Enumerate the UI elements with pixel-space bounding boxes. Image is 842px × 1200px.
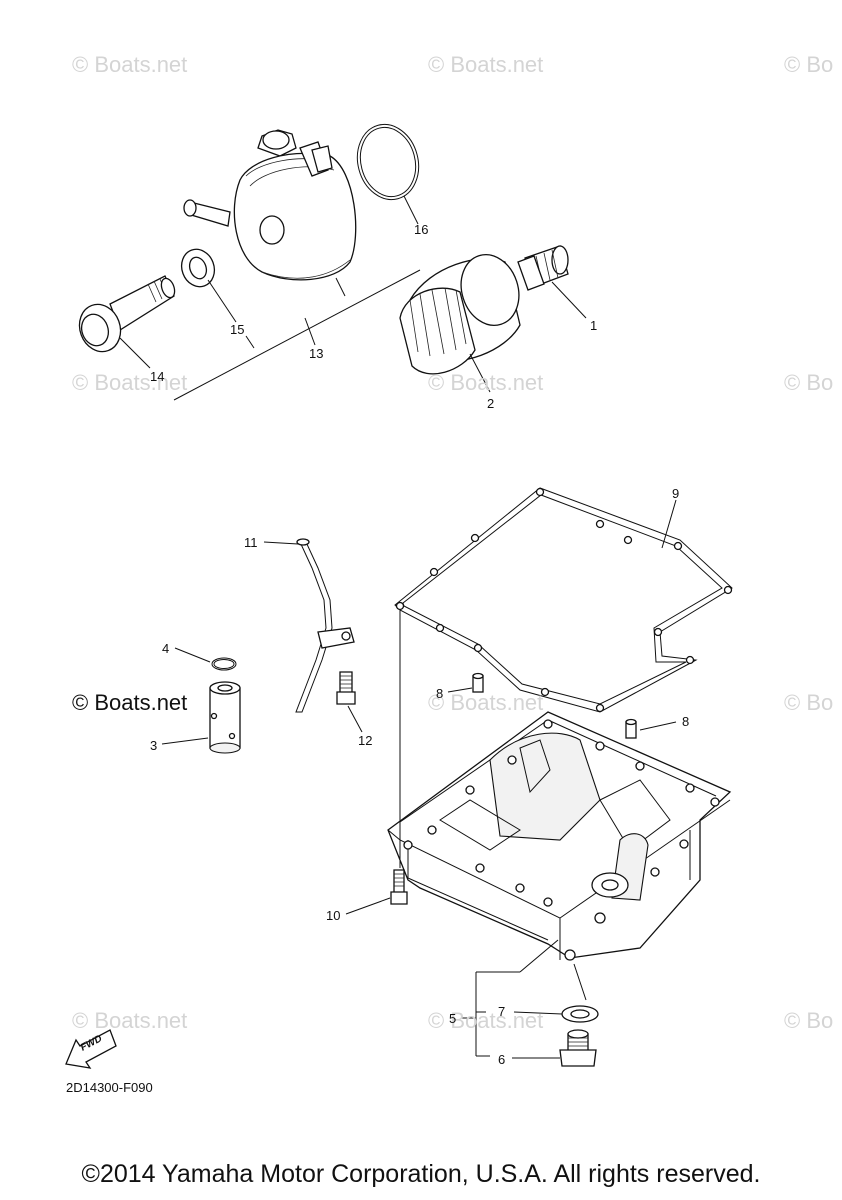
- callout-9: 9: [672, 486, 680, 501]
- callout-5: 5: [449, 1011, 457, 1026]
- part-15-washer: [180, 248, 216, 288]
- part-2-oil-filter: [399, 254, 521, 375]
- callout-10: 10: [326, 908, 341, 923]
- watermark: © Boats.net: [72, 52, 188, 77]
- part-12-bolt: [336, 671, 356, 705]
- callout-11: 11: [244, 535, 258, 550]
- part-9-gasket: [394, 487, 733, 713]
- callout-4: 4: [162, 641, 170, 656]
- callout-1: 1: [590, 318, 598, 333]
- callout-6: 6: [498, 1052, 506, 1067]
- part-13-oil-cooler: [183, 129, 357, 281]
- watermark: © Boats.net: [428, 690, 544, 715]
- fwd-arrow-icon: [65, 1029, 117, 1069]
- callout-3: 3: [150, 738, 158, 753]
- callout-7: 7: [498, 1004, 506, 1019]
- part-7-washer: [561, 1005, 599, 1023]
- watermark: © Bo: [784, 1008, 834, 1033]
- watermark: © Boats.net: [428, 52, 544, 77]
- copyright-notice: ©2014 Yamaha Motor Corporation, U.S.A. A…: [81, 1160, 761, 1188]
- part-11-pipe: [295, 538, 355, 713]
- watermark: © Boats.net: [72, 690, 188, 715]
- callout-16: 16: [414, 222, 429, 237]
- part-3-strainer: [209, 681, 241, 754]
- oil-pan: [387, 711, 732, 961]
- callout-15: 15: [230, 322, 245, 337]
- part-10-bolt: [390, 869, 408, 905]
- callout-8: 8: [682, 714, 690, 729]
- drawing-code: 2D14300-F090: [66, 1080, 153, 1095]
- part-1-fitting: [517, 245, 569, 291]
- part-14-union-bolt: [78, 275, 176, 353]
- watermark: © Bo: [784, 52, 834, 77]
- callout-14: 14: [150, 369, 165, 384]
- watermark: © Bo: [784, 370, 834, 395]
- leader-lines: [119, 195, 677, 1059]
- callout-12: 12: [358, 733, 373, 748]
- watermark: © Boats.net: [428, 1008, 544, 1033]
- part-8-dowel-pins: [472, 672, 637, 739]
- watermark: © Bo: [784, 690, 834, 715]
- callout-2: 2: [487, 396, 495, 411]
- part-16-o-ring: [356, 123, 420, 201]
- watermark: © Boats.net: [72, 370, 188, 395]
- callout-8: 8: [436, 686, 444, 701]
- callout-13: 13: [309, 346, 324, 361]
- watermark: © Boats.net: [428, 370, 544, 395]
- watermark: © Boats.net: [72, 1008, 188, 1033]
- part-6-drain-bolt: [559, 1029, 597, 1067]
- part-4-o-ring: [211, 657, 237, 671]
